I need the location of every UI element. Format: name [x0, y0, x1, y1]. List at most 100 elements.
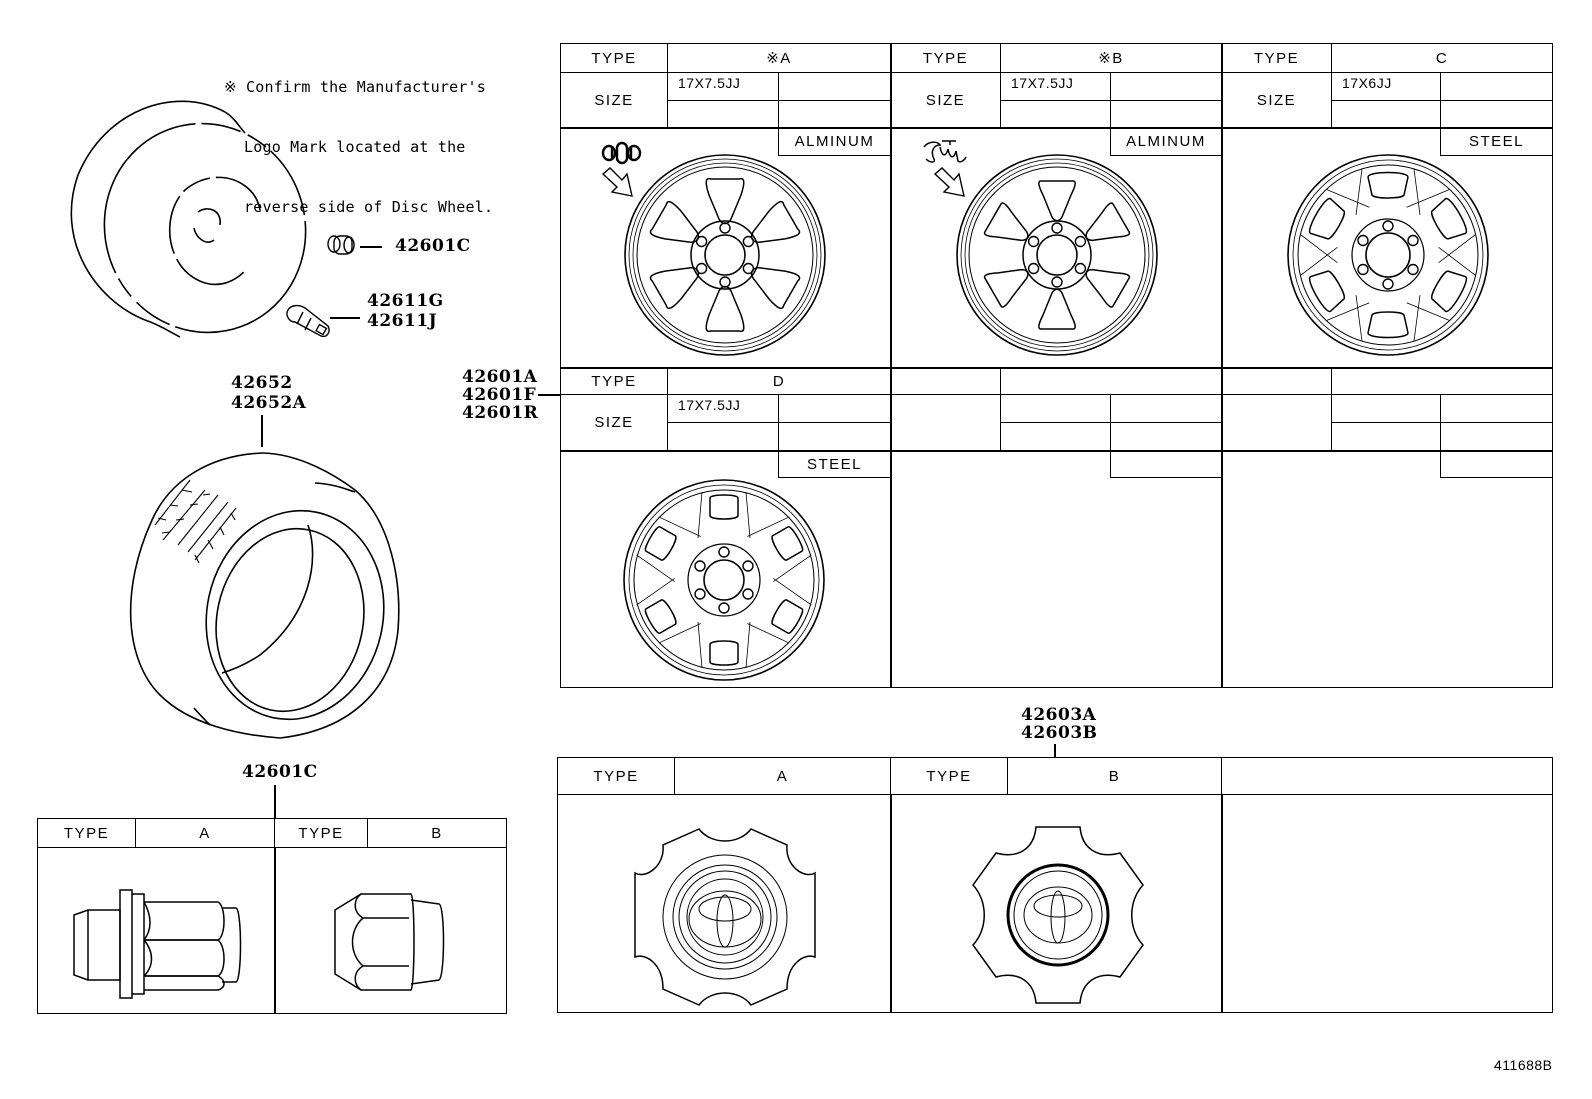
size-label: SIZE [560, 394, 668, 451]
center-cap-b-illustration [972, 826, 1144, 1004]
part-number-wheel-3[interactable]: 42601R [462, 403, 539, 423]
column-divider [1221, 43, 1223, 688]
wheel-d-illustration [623, 479, 825, 681]
valve-cap-icon [327, 235, 355, 255]
material-a: ALMINUM [778, 127, 891, 156]
column-divider [274, 848, 276, 1014]
part-number-wheel-2[interactable]: 42601F [462, 385, 537, 405]
row-divider [560, 127, 891, 129]
part-number-tire-1[interactable]: 42652 [231, 373, 293, 393]
size-blank [1000, 100, 1111, 128]
manufacturer-logo-a-icon [601, 141, 642, 165]
empty-cell [1331, 394, 1441, 423]
type-label: TYPE [1221, 43, 1332, 73]
size-blank [1110, 100, 1222, 128]
leader-line [1054, 744, 1056, 758]
part-number-nut[interactable]: 42601C [242, 762, 318, 782]
size-extra [1440, 72, 1553, 101]
size-blank [1440, 100, 1553, 128]
empty-cell [1440, 394, 1553, 423]
lug-nut-b-illustration [334, 893, 445, 991]
part-number-valve-core[interactable]: 42601C [395, 236, 471, 256]
row-divider [890, 127, 1222, 129]
material-c: STEEL [1440, 127, 1553, 156]
type-value-d: D [667, 367, 891, 395]
lug-nut-a-illustration [73, 889, 242, 999]
empty-cell [1221, 394, 1332, 451]
row-divider [1221, 127, 1553, 129]
material-b: ALMINUM [1110, 127, 1222, 156]
empty-cell [890, 394, 1001, 451]
type-label: TYPE [560, 43, 668, 73]
empty-cell [1000, 367, 1222, 395]
size-value-d: 17X7.5JJ [667, 394, 779, 423]
column-divider [890, 43, 892, 688]
size-blank [778, 422, 891, 451]
size-extra [778, 72, 891, 101]
empty-cell [1331, 422, 1441, 451]
part-number-ornament-2[interactable]: 42603B [1021, 723, 1098, 743]
size-blank [667, 422, 779, 451]
size-extra [1110, 72, 1222, 101]
size-blank [1331, 100, 1441, 128]
empty-cell [1110, 394, 1222, 423]
note-line-1: ※ Confirm the Manufacturer's [224, 78, 486, 96]
arrow-icon [601, 167, 633, 197]
center-cap-a-illustration [634, 828, 816, 1006]
part-number-valve-2[interactable]: 42611J [367, 311, 438, 331]
row-divider [890, 450, 1222, 452]
part-number-wheel-1[interactable]: 42601A [462, 367, 538, 387]
column-divider [890, 794, 892, 1013]
size-blank [667, 100, 779, 128]
ornament-type-b: B [1007, 757, 1222, 795]
empty-cell [1000, 422, 1111, 451]
note-line-2: Logo Mark located at the [244, 138, 466, 156]
note-line-3: reverse side of Disc Wheel. [244, 198, 494, 216]
type-value-c: C [1331, 43, 1553, 73]
empty-cell [1221, 757, 1553, 795]
empty-cell [1110, 422, 1222, 451]
empty-cell [1331, 367, 1553, 395]
size-value-c: 17X6JJ [1331, 72, 1441, 101]
manufacturer-logo-b-icon [923, 140, 967, 163]
empty-cell [1000, 394, 1111, 423]
type-label: TYPE [560, 367, 668, 395]
type-value-a: ※A [667, 43, 891, 73]
wheel-b-illustration [956, 154, 1158, 356]
drawing-code: 411688B [1494, 1057, 1553, 1073]
size-extra [778, 394, 891, 423]
tire-illustration [129, 452, 400, 739]
row-divider [1221, 450, 1553, 452]
type-label: TYPE [37, 818, 136, 848]
type-label: TYPE [274, 818, 368, 848]
wheel-a-illustration [624, 154, 826, 356]
arrow-icon [933, 167, 965, 197]
valve-stem-icon [286, 304, 330, 338]
wheel-c-illustration [1287, 154, 1489, 356]
leader-line [538, 394, 560, 396]
empty-cell [1221, 367, 1332, 395]
type-label: TYPE [890, 43, 1001, 73]
row-divider [560, 450, 891, 452]
empty-cell [1110, 450, 1222, 478]
leader-line [261, 415, 263, 447]
part-number-ornament-1[interactable]: 42603A [1021, 705, 1097, 725]
size-label: SIZE [1221, 72, 1332, 128]
part-number-tire-2[interactable]: 42652A [231, 393, 307, 413]
material-d: STEEL [778, 450, 891, 478]
disc-wheel-illustration [70, 100, 307, 338]
size-value-a: 17X7.5JJ [667, 72, 779, 101]
leader-line [330, 317, 360, 319]
type-label: TYPE [557, 757, 675, 795]
leader-line [360, 246, 382, 248]
ornament-type-a: A [674, 757, 891, 795]
empty-cell [1440, 450, 1553, 478]
type-value-b: ※B [1000, 43, 1222, 73]
empty-cell [1440, 422, 1553, 451]
size-label: SIZE [890, 72, 1001, 128]
part-number-valve-1[interactable]: 42611G [367, 291, 444, 311]
column-divider [1221, 794, 1223, 1013]
nut-type-b: B [367, 818, 507, 848]
size-label: SIZE [560, 72, 668, 128]
empty-cell [890, 367, 1001, 395]
